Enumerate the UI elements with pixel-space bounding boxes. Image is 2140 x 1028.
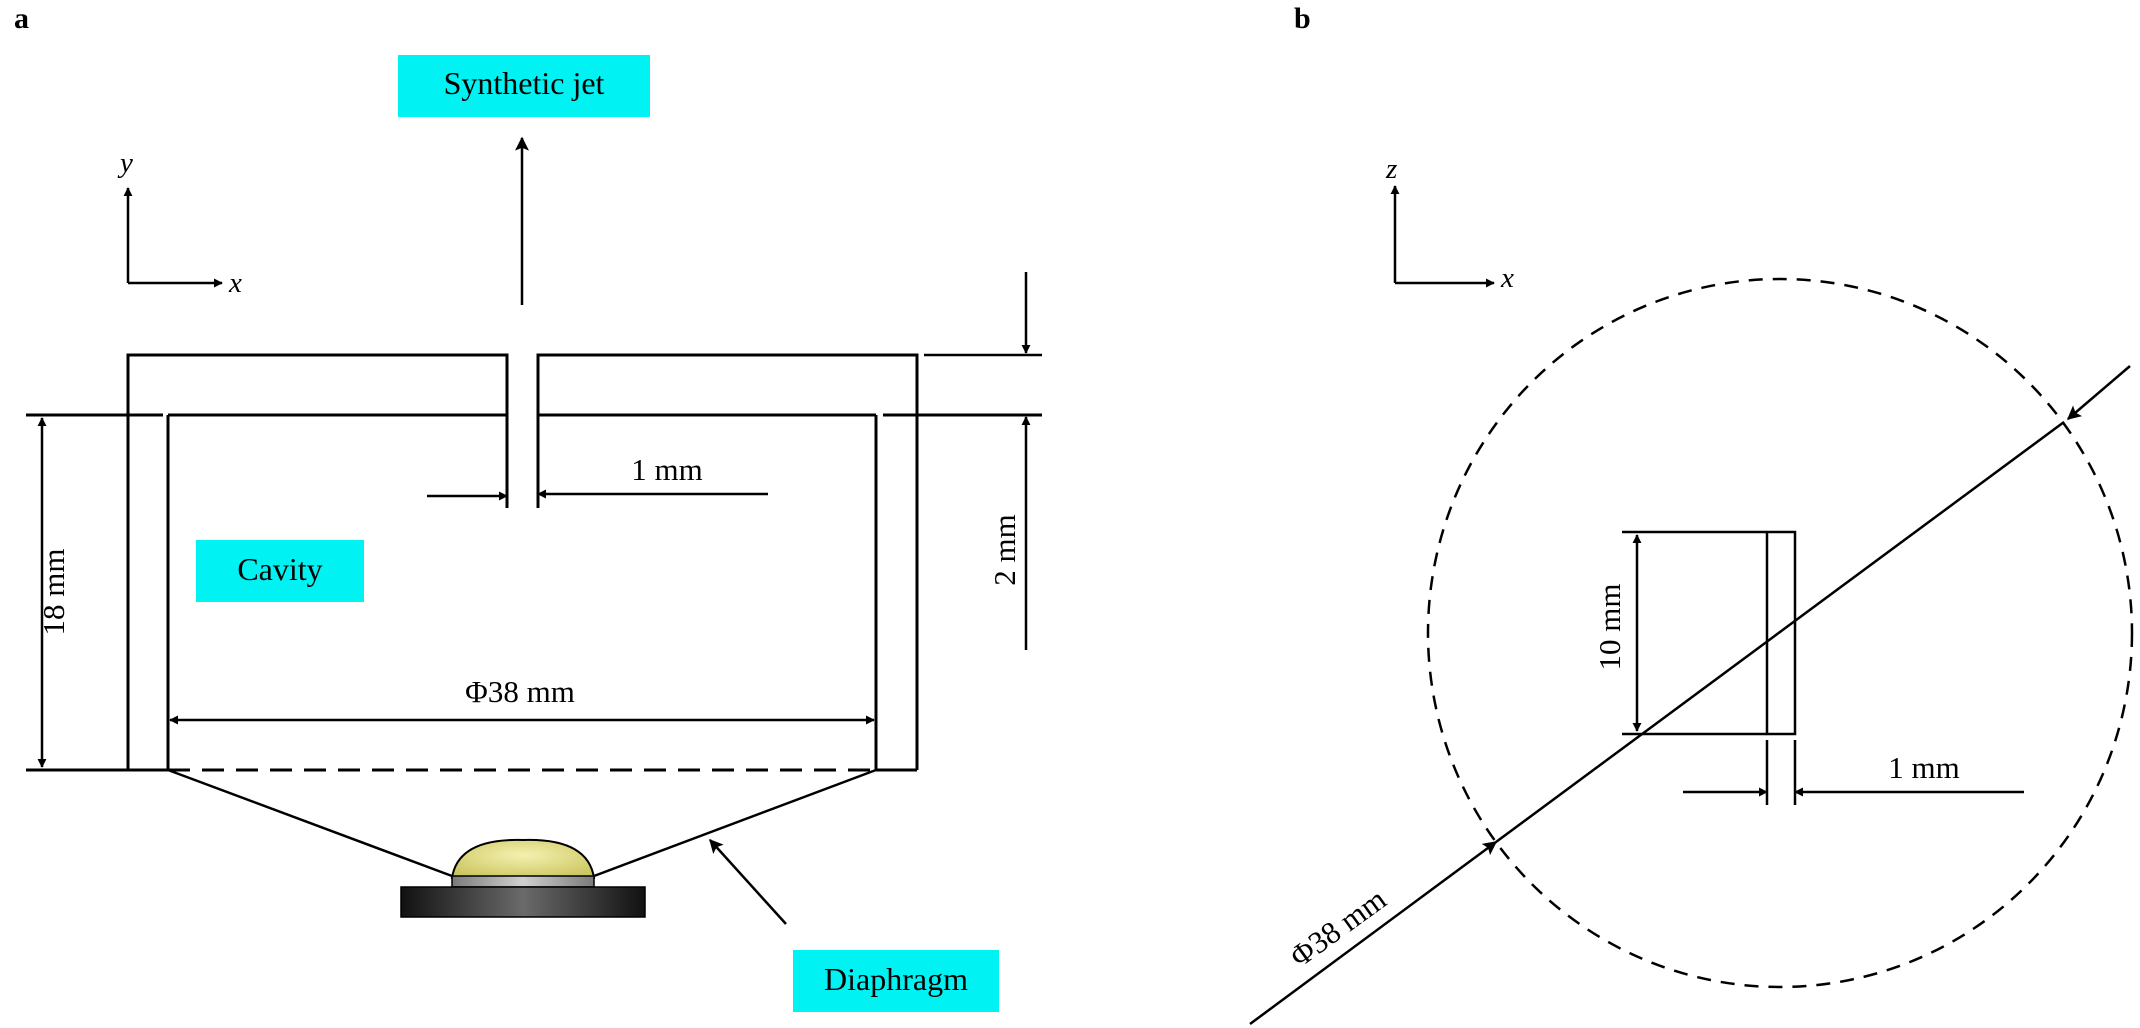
slot-width-dimension: 1 mm bbox=[1683, 740, 2024, 805]
panel-a-label: a bbox=[14, 2, 29, 35]
x-axis-label: x bbox=[228, 267, 242, 299]
cavity-height-label: 18 mm bbox=[36, 549, 71, 636]
cavity-height-dimension: 18 mm bbox=[36, 417, 71, 768]
orifice-width-dimension: 1 mm bbox=[427, 452, 768, 501]
diaphragm-label: Diaphragm bbox=[824, 961, 968, 997]
slot-rectangle bbox=[1765, 530, 1797, 736]
panel-a: a y x Synthetic jet bbox=[14, 2, 1042, 1012]
diameter-line bbox=[1495, 420, 2065, 844]
diaphragm-box bbox=[793, 950, 999, 1012]
diameter-arrow-lower bbox=[1249, 840, 1498, 1026]
slot-length-dimension: 10 mm bbox=[1592, 530, 1767, 736]
y-axis-label: y bbox=[117, 147, 133, 179]
top-plate-right bbox=[536, 353, 919, 415]
orifice-width-label: 1 mm bbox=[631, 452, 702, 487]
z-axis-label: z bbox=[1385, 153, 1397, 185]
x-axis-label-b: x bbox=[1500, 262, 1514, 294]
cavity-box bbox=[196, 540, 364, 602]
diaphragm-actuator bbox=[167, 768, 877, 918]
slot-length-label: 10 mm bbox=[1592, 584, 1627, 671]
cavity-label: Cavity bbox=[237, 551, 322, 587]
actuator-base bbox=[400, 886, 646, 918]
circle-diameter-dimension: Φ38 mm bbox=[1249, 365, 2131, 1026]
cavity-diameter-dimension: Φ38 mm bbox=[169, 674, 875, 725]
plate-thickness-label: 2 mm bbox=[987, 514, 1022, 585]
synthetic-jet-box bbox=[398, 55, 650, 117]
diameter-arrow-upper bbox=[2066, 365, 2131, 420]
diaphragm-plate bbox=[451, 875, 595, 888]
cavity-diameter-label: Φ38 mm bbox=[465, 674, 575, 709]
axes-b: z x bbox=[1385, 153, 1514, 294]
diaphragm-cone-left bbox=[167, 768, 453, 878]
cavity-circle bbox=[1426, 277, 2134, 989]
panel-b-label: b bbox=[1294, 2, 1311, 35]
diaphragm-cone-right bbox=[593, 768, 877, 878]
top-plate-left bbox=[126, 353, 509, 415]
axes-a: y x bbox=[117, 147, 242, 299]
diaphragm-dome bbox=[450, 838, 596, 879]
diaphragm-pointer-arrow bbox=[709, 838, 787, 925]
synthetic-jet-label: Synthetic jet bbox=[444, 65, 605, 101]
panel-b: b z x 10 mm 1 mm bbox=[1249, 2, 2134, 1026]
plate-thickness-dimension: 2 mm bbox=[924, 272, 1042, 650]
slot-width-label: 1 mm bbox=[1888, 750, 1959, 785]
